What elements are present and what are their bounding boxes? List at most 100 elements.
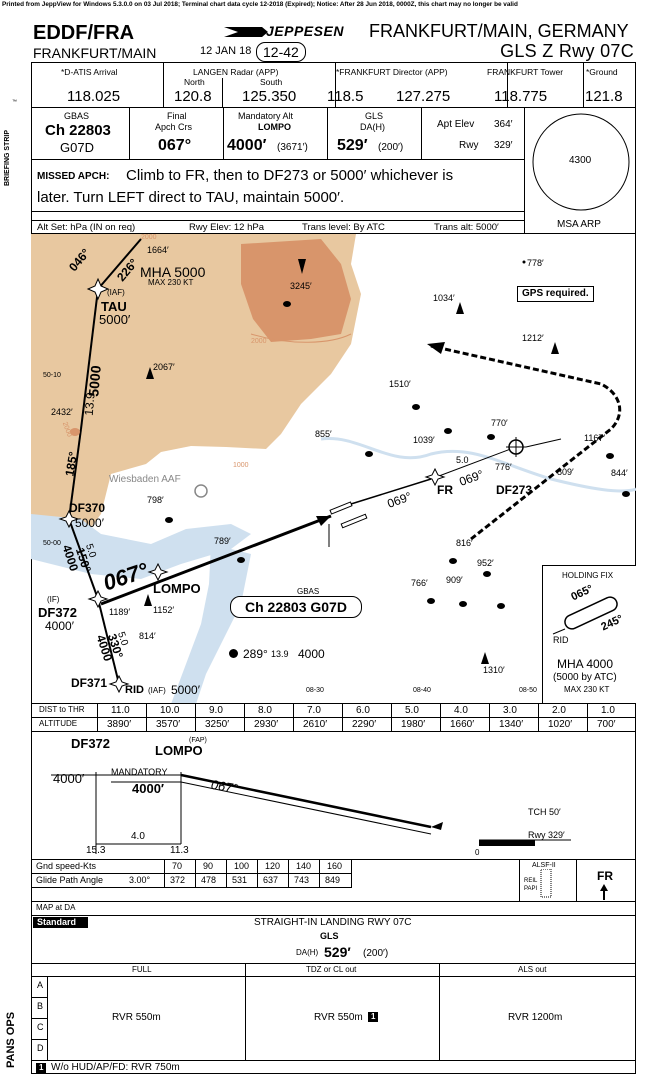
plan-view-map <box>31 234 636 703</box>
runway-1 <box>329 501 353 515</box>
minima-title: STRAIGHT-IN LANDING RWY 07C <box>254 917 412 928</box>
alt-cell: 2290′ <box>352 719 377 730</box>
profile-fap: (FAP) <box>189 737 207 744</box>
icao-code: EDDF/FRA <box>33 22 135 44</box>
mandatory-alt: 4000′ <box>227 137 267 154</box>
spot-1152: 1152′ <box>153 605 175 615</box>
lon-08-40: 08-40 <box>413 687 431 694</box>
freq-langen-south-value: 125.350 <box>242 88 297 105</box>
radial-alt: 4000 <box>298 647 325 661</box>
alt-cell: 1660′ <box>450 719 475 730</box>
minima-da-value: 529′ <box>324 944 351 960</box>
rwy-elev-hpa: Rwy Elev: 12 hPa <box>189 222 264 233</box>
gls-label: GLS <box>365 111 384 121</box>
mha-tau: MHA 5000 <box>140 264 206 280</box>
lompo-name: LOMPO <box>153 581 201 596</box>
reil-label: REIL <box>524 878 538 884</box>
spot-798: 798′ <box>147 495 164 505</box>
spot-809: 809′ <box>557 467 574 477</box>
jeppesen-logo-icon <box>224 27 268 37</box>
leg-tau-south <box>80 288 99 430</box>
profile-alt-4000-a: 4000′ <box>53 771 85 786</box>
fr-beacon-label: FR <box>597 869 613 883</box>
dist-cell: 1.0 <box>601 705 615 716</box>
apt-elev-label: Apt Elev <box>437 119 475 130</box>
holding-box: HOLDING FIX 065° 245° RID MHA 4000 (5000… <box>542 565 636 703</box>
gpa-label: Glide Path Angle <box>36 875 104 885</box>
rid-name: RID <box>125 684 144 696</box>
altset: Alt Set: hPa (IN on req) <box>37 222 136 233</box>
final-label: Final <box>167 111 187 121</box>
holding-sub: (5000 by ATC) <box>553 672 617 683</box>
gs-label: Gnd speed-Kts <box>36 861 97 871</box>
spot-1212: 1212′ <box>522 333 544 343</box>
freq-langen-north-value: 120.8 <box>174 88 212 105</box>
freq-tower-value: 118.775 <box>494 88 548 105</box>
rid-alt: 5000′ <box>171 683 200 697</box>
alt-cell: 2610′ <box>303 719 328 730</box>
holding-mha: MHA 4000 <box>557 657 614 671</box>
da-value: 529′ <box>337 137 368 154</box>
fr-name: FR <box>437 483 453 497</box>
info-line: Alt Set: hPa (IN on req) Rwy Elev: 12 hP… <box>31 220 524 234</box>
lat-min-50-00: 50-00 <box>43 540 61 547</box>
dist-cell: 2.0 <box>552 705 566 716</box>
profile-df372: DF372 <box>71 736 111 751</box>
dist-cell: 5.0 <box>405 705 419 716</box>
cat-d: D <box>37 1043 44 1053</box>
obstacle-icons <box>70 301 630 664</box>
river-3 <box>320 437 636 493</box>
holding-max: MAX 230 KT <box>564 685 610 694</box>
vor-icon <box>506 437 526 457</box>
freq-atis-label: *D-ATIS Arrival <box>61 67 118 77</box>
msa-circle-icon <box>532 113 630 211</box>
gs-rate-cell: 849 <box>325 875 341 885</box>
wiesbaden-label: Wiesbaden AAF <box>109 474 181 485</box>
contour-2000-a: 2000 <box>251 338 267 345</box>
spot-1189: 1189′ <box>109 607 131 617</box>
spot-2067: 2067′ <box>153 362 175 372</box>
minima-col-als: ALS out <box>518 965 547 974</box>
missed-text-2: later. Turn LEFT direct to TAU, maintain… <box>37 189 345 206</box>
spot-909: 909′ <box>446 575 463 585</box>
map-at-da-row: MAP at DA <box>31 902 636 916</box>
spot-1167: 1167′ <box>584 433 606 443</box>
final-label-2: Apch Crs <box>155 122 193 132</box>
minima-da-sub: (200′) <box>363 948 389 959</box>
missed-arrow-icon <box>427 342 445 354</box>
alt-cell: 3890′ <box>107 719 132 730</box>
pans-ops-label: PANS OPS <box>5 1011 17 1068</box>
alt-cell: 1340′ <box>499 719 524 730</box>
leg-185 <box>68 428 82 520</box>
rvr-tdz: RVR 550m <box>314 1012 363 1023</box>
missed-text-1: Climb to FR, then to DF273 or 5000′ whic… <box>126 167 454 184</box>
alt-cell: 700′ <box>597 719 616 730</box>
minima-gls: GLS <box>320 931 339 941</box>
spot-1034: 1034′ <box>433 293 455 303</box>
spot-776: 776′ <box>495 462 512 472</box>
profile-d-11-3: 11.3 <box>170 845 189 856</box>
spot-952: 952′ <box>477 558 494 568</box>
dist-cell: 7.0 <box>307 705 321 716</box>
mandatory-alt-sub: (3671′) <box>277 142 308 153</box>
alt-cell: 1020′ <box>548 719 573 730</box>
dist-cell: 10.0 <box>160 705 180 716</box>
dist-cell: 4.0 <box>454 705 468 716</box>
trans-level: Trans level: By ATC <box>302 222 385 233</box>
airport-icon <box>194 484 208 498</box>
freq-langen-south: South <box>260 77 283 87</box>
alt-cell: 2930′ <box>254 719 279 730</box>
leg-5000: 5000 <box>85 364 104 398</box>
minima-section: Standard STRAIGHT-IN LANDING RWY 07C GLS… <box>31 916 636 1074</box>
runway-extension <box>350 478 432 505</box>
mha-tau-sub: MAX 230 KT <box>148 278 194 287</box>
rwy-elev-value: 329′ <box>494 140 513 151</box>
gs-speed-cell: 70 <box>172 861 183 871</box>
gs-speed-cell: 90 <box>203 861 214 871</box>
gs-speed-cell: 100 <box>234 861 250 871</box>
approach-info-row: GBAS Ch 22803 G07D Final Apch Crs 067° M… <box>31 108 524 160</box>
rwy-elev-label: Rwy <box>459 140 479 151</box>
df372-name: DF372 <box>38 605 78 620</box>
df371-name: DF371 <box>71 676 108 690</box>
spot-844: 844′ <box>611 468 628 478</box>
